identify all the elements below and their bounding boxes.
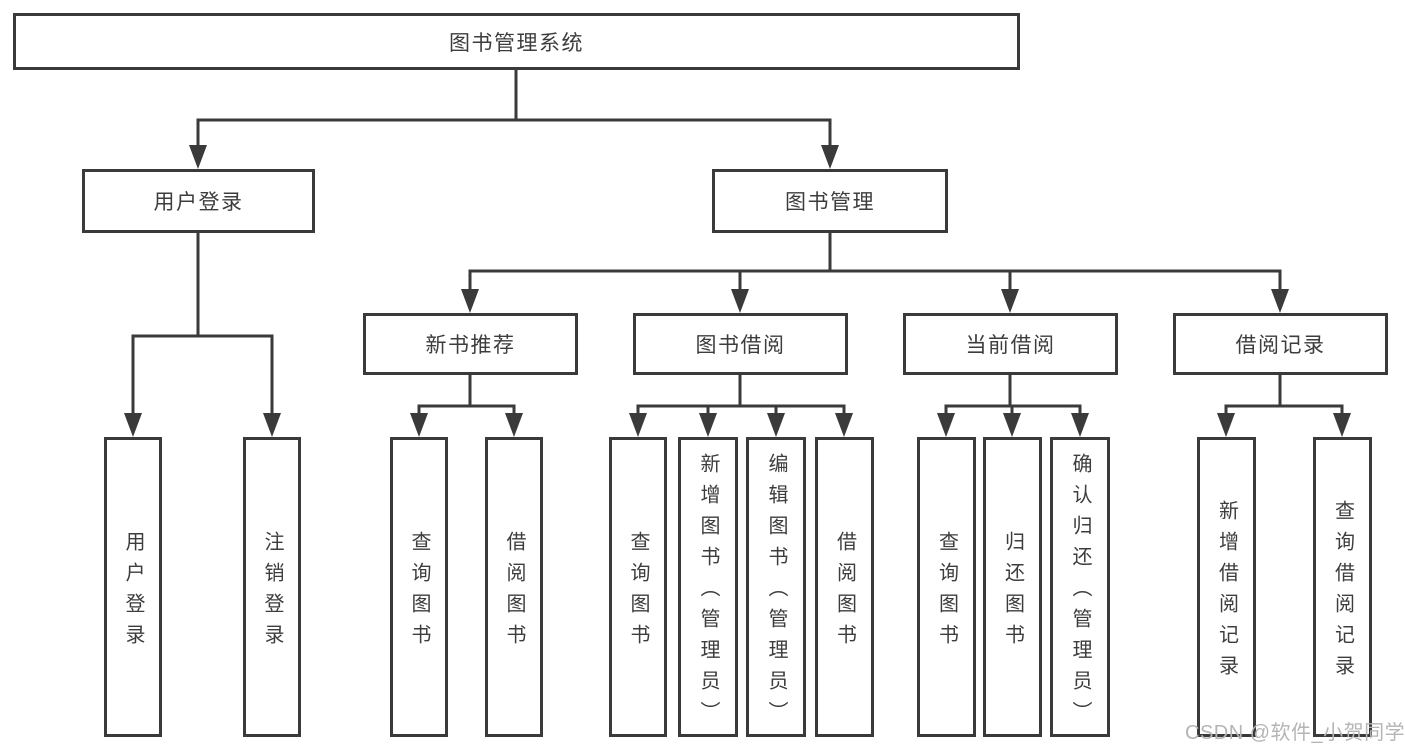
connector-path [131, 68, 1344, 420]
leaf-edit-book-admin: 编辑图书（管理员） [746, 437, 806, 737]
arrow-down-icon [1271, 289, 1289, 313]
node-label: 新书推荐 [425, 334, 516, 357]
arrowhead-icons [124, 145, 1351, 437]
node-label: 图书管理系统 [449, 31, 584, 55]
arrow-down-icon [1001, 289, 1019, 313]
node-label: 归还图书 [1001, 530, 1024, 655]
arrow-down-icon [263, 413, 281, 437]
leaf-logout: 注销登录 [243, 437, 301, 737]
leaf-add-book-admin: 新增图书（管理员） [678, 437, 738, 737]
arrow-down-icon [1071, 413, 1089, 437]
leaf-borrow-books: 借阅图书 [815, 437, 874, 737]
leaf-query-books-borrow: 查询图书 [609, 437, 667, 737]
arrow-down-icon [937, 413, 955, 437]
leaf-return-book: 归还图书 [983, 437, 1042, 737]
arrow-down-icon [1217, 413, 1235, 437]
arrow-down-icon [835, 413, 853, 437]
node-label: 查询图书 [935, 530, 958, 655]
arrow-down-icon [821, 145, 839, 169]
node-label: 查询图书 [627, 530, 649, 655]
arrow-down-icon [1333, 413, 1351, 437]
arrow-down-icon [629, 413, 647, 437]
leaf-query-borrow-record: 查询借阅记录 [1313, 437, 1372, 737]
arrow-down-icon [189, 145, 207, 169]
arrow-down-icon [731, 289, 749, 313]
node-label: 图书借阅 [695, 334, 786, 357]
leaf-confirm-return-admin: 确认归还（管理员） [1050, 437, 1110, 737]
node-label: 当前借阅 [965, 334, 1056, 357]
node-label: 用户登录 [122, 530, 144, 655]
node-root-system: 图书管理系统 [13, 13, 1020, 70]
node-new-book-recommend: 新书推荐 [363, 313, 578, 375]
leaf-query-books-current: 查询图书 [917, 437, 976, 737]
leaf-borrow-books-recommend: 借阅图书 [485, 437, 543, 737]
node-label: 确认归还（管理员） [1069, 453, 1091, 732]
node-label: 借阅图书 [503, 530, 525, 655]
node-label: 查询图书 [408, 530, 430, 655]
node-label: 新增借阅记录 [1215, 499, 1238, 686]
arrow-down-icon [1003, 413, 1021, 437]
node-label: 注销登录 [261, 530, 283, 655]
node-label: 新增图书（管理员） [697, 453, 719, 732]
node-book-borrowing: 图书借阅 [633, 313, 848, 375]
node-label: 查询借阅记录 [1331, 499, 1354, 686]
csdn-watermark: CSDN @软件_小贺同学 [1185, 722, 1405, 744]
node-label: 借阅记录 [1235, 334, 1326, 357]
node-label: 图书管理 [785, 191, 875, 214]
node-label: 用户登录 [153, 191, 244, 214]
arrow-down-icon [410, 413, 428, 437]
node-book-management: 图书管理 [712, 169, 948, 233]
leaf-query-books-recommend: 查询图书 [390, 437, 448, 737]
node-user-login: 用户登录 [82, 169, 315, 233]
arrow-down-icon [461, 289, 479, 313]
leaf-user-login: 用户登录 [104, 437, 162, 737]
arrow-down-icon [505, 413, 523, 437]
arrow-down-icon [699, 413, 717, 437]
node-borrowing-records: 借阅记录 [1173, 313, 1388, 375]
node-label: 编辑图书（管理员） [765, 453, 787, 732]
node-label: 借阅图书 [833, 530, 856, 655]
leaf-add-borrow-record: 新增借阅记录 [1197, 437, 1256, 737]
arrow-down-icon [124, 413, 142, 437]
node-current-borrowing: 当前借阅 [903, 313, 1118, 375]
arrow-down-icon [767, 413, 785, 437]
